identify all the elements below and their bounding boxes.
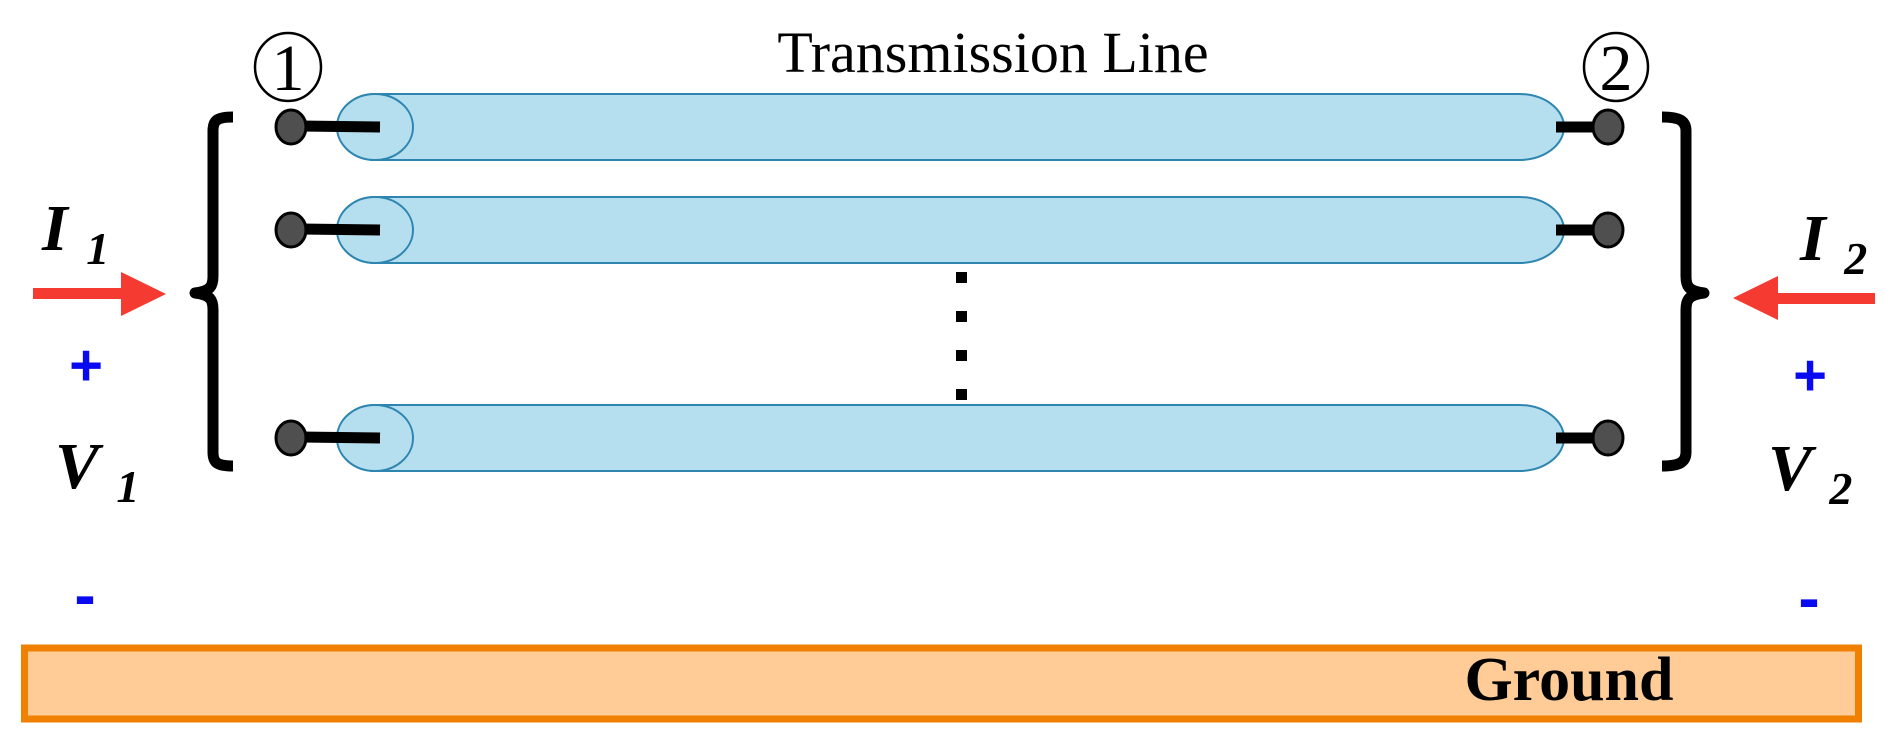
v2-symbol: V [1768,432,1817,505]
terminal-dot-left-2 [274,211,308,249]
port-1-badge: 1 [253,31,323,105]
diagram-title: Transmission Line [777,20,1208,85]
i1-symbol: I [41,192,70,265]
port-2-badge: 2 [1582,31,1650,105]
current-label-i1: I 1 [41,192,109,274]
port-2-circle [1582,31,1650,103]
lead-left-1 [299,120,381,133]
minus-sign-right: - [1798,562,1819,634]
ground-plane: Ground [21,644,1862,723]
ellipsis-dot [956,311,967,322]
ellipsis-dot [956,350,967,361]
voltage-label-v2: V 2 [1768,432,1852,514]
conductor-3 [336,404,1565,472]
port-1-circle [253,31,323,103]
brace-group [189,111,1710,472]
i2-symbol: I [1799,202,1828,275]
port-1-number: 1 [272,32,305,105]
lead-left-3 [299,431,381,444]
terminal-dot-right-2 [1591,211,1625,249]
v1-subscript: 1 [116,461,139,512]
left-curly-brace-icon [189,111,234,472]
ellipsis-dots-icon [956,272,967,400]
terminal-group [274,108,1625,457]
right-curly-brace-icon [1661,111,1710,472]
terminal-dot-right-3 [1591,419,1625,457]
ground-label: Ground [1464,646,1673,714]
current-label-i2: I 2 [1799,202,1867,284]
conductor-2 [336,196,1565,264]
plus-sign-left: + [69,333,103,398]
conductor-1 [336,93,1565,161]
v2-subscript: 2 [1828,463,1852,514]
plus-sign-right: + [1793,343,1827,408]
lead-left-2 [299,223,381,236]
conductor-group [336,93,1565,472]
port-2-number: 2 [1600,32,1633,105]
i2-subscript: 2 [1843,233,1867,284]
v1-symbol: V [55,430,104,503]
current-arrow-left-icon [33,272,166,316]
ellipsis-dot [956,272,967,283]
i1-subscript: 1 [86,223,109,274]
voltage-label-v1: V 1 [55,430,139,512]
conductor-2-body [336,196,1565,264]
conductor-3-body [336,404,1565,472]
current-arrow-right-icon [1733,276,1875,320]
lead-group [299,120,1600,444]
ellipsis-dot [956,389,967,400]
terminal-dot-left-3 [274,419,308,457]
ground-bar [21,644,1862,723]
conductor-1-body [336,93,1565,161]
terminal-dot-left-1 [274,108,308,146]
minus-sign-left: - [74,559,95,631]
terminal-dot-right-1 [1591,108,1625,146]
